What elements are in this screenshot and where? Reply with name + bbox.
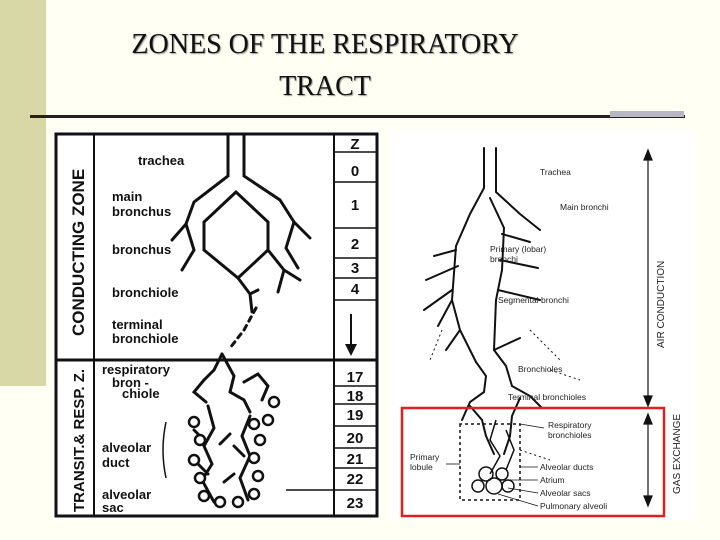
generation-4: 4 bbox=[351, 281, 360, 298]
respiratory-bronchiole-label-2: bron - bbox=[112, 375, 149, 390]
title-divider-accent bbox=[610, 111, 684, 117]
alveolar-ducts-label: Alveolar ducts bbox=[540, 462, 593, 472]
generation-header: Z bbox=[350, 136, 359, 153]
generation-22: 22 bbox=[347, 471, 364, 488]
alveolar-duct-label-1: alveolar bbox=[102, 440, 151, 455]
slide-title: ZONES OF THE RESPIRATORY TRACT bbox=[55, 24, 595, 108]
main-bronchus-label-1: main bbox=[112, 189, 142, 204]
alveoli-drawing bbox=[187, 395, 281, 509]
sidebar-accent bbox=[0, 0, 46, 386]
duct-bracket bbox=[162, 421, 167, 479]
generation-23: 23 bbox=[347, 495, 364, 512]
lobule-drawing bbox=[459, 419, 521, 501]
side-arrows bbox=[643, 148, 653, 508]
alveolar-sacs-label: Alveolar sacs bbox=[540, 488, 591, 498]
trachea-label: trachea bbox=[138, 153, 185, 168]
dotted-branches bbox=[429, 329, 581, 461]
title-divider bbox=[30, 115, 685, 118]
title-line-1: ZONES OF THE RESPIRATORY bbox=[131, 29, 519, 60]
main-bronchus-label-2: bronchus bbox=[112, 204, 171, 219]
primary-bronchi-label-1: Primary (lobar) bbox=[490, 244, 546, 254]
airway-branching-svg: Trachea Main bronchi Primary (lobar) bro… bbox=[400, 147, 683, 518]
main-bronchi-label: Main bronchi bbox=[560, 202, 609, 212]
generation-21: 21 bbox=[347, 451, 364, 468]
primary-bronchi-label-2: bronchi bbox=[490, 254, 518, 264]
alveolar-sac-label-2: sac bbox=[102, 500, 124, 515]
conducting-zone-label: CONDUCTING ZONE bbox=[69, 169, 88, 336]
trachea-label-right: Trachea bbox=[540, 167, 571, 177]
terminal-bronchioles-label: Terminal bronchioles bbox=[508, 392, 586, 402]
gas-exchange-label: GAS EXCHANGE bbox=[672, 414, 683, 494]
generation-2: 2 bbox=[351, 236, 359, 253]
leader-lines bbox=[446, 423, 545, 507]
figure-frame bbox=[54, 132, 379, 518]
segmental-bronchi-label: Segmental bronchi bbox=[498, 295, 569, 305]
gas-exchange-highlight bbox=[400, 406, 666, 518]
generation-19: 19 bbox=[347, 407, 364, 424]
respiratory-bronchioles-label-2: bronchioles bbox=[548, 430, 591, 440]
generation-arrow bbox=[345, 314, 357, 356]
generation-1: 1 bbox=[351, 197, 359, 214]
respiratory-bronchiole-label-3: chiole bbox=[122, 386, 160, 401]
respiratory-bronchioles-label-1: Respiratory bbox=[548, 420, 592, 430]
generation-18: 18 bbox=[347, 388, 364, 405]
airway-outline-drawing bbox=[423, 147, 543, 455]
atrium-label: Atrium bbox=[540, 475, 565, 485]
primary-lobule-label-2: lobule bbox=[410, 462, 433, 472]
airway-tree-drawing bbox=[170, 134, 312, 504]
pulmonary-alveoli-label: Pulmonary alveoli bbox=[540, 501, 607, 511]
transition-zone-label: TRANSIT.& RESP. Z. bbox=[71, 369, 88, 512]
bronchus-label: bronchus bbox=[112, 242, 171, 257]
air-conduction-label: AIR CONDUCTION bbox=[656, 261, 667, 348]
terminal-bronchiole-label-1: terminal bbox=[112, 317, 163, 332]
respiratory-bronchiole-label-1: respiratory bbox=[102, 362, 171, 377]
airway-generations-figure: CONDUCTING ZONE TRANSIT.& RESP. Z. Z 0 1… bbox=[54, 130, 381, 520]
airway-generations-svg: CONDUCTING ZONE TRANSIT.& RESP. Z. Z 0 1… bbox=[54, 132, 379, 518]
alveolar-duct-label-2: duct bbox=[102, 455, 130, 470]
terminal-bronchiole-label-2: bronchiole bbox=[112, 331, 178, 346]
title-line-2: TRACT bbox=[279, 71, 371, 102]
generation-gridlines bbox=[286, 151, 377, 491]
alveolar-sac-label-1: alveolar bbox=[102, 487, 151, 502]
generation-20: 20 bbox=[347, 430, 364, 447]
generation-3: 3 bbox=[351, 260, 359, 277]
bronchiole-label: bronchiole bbox=[112, 285, 178, 300]
generation-0: 0 bbox=[351, 163, 359, 180]
primary-lobule-label-1: Primary bbox=[410, 452, 440, 462]
airway-branching-figure: Trachea Main bronchi Primary (lobar) bro… bbox=[390, 130, 696, 520]
generation-17: 17 bbox=[347, 369, 364, 386]
bronchioles-label: Bronchioles bbox=[518, 364, 562, 374]
